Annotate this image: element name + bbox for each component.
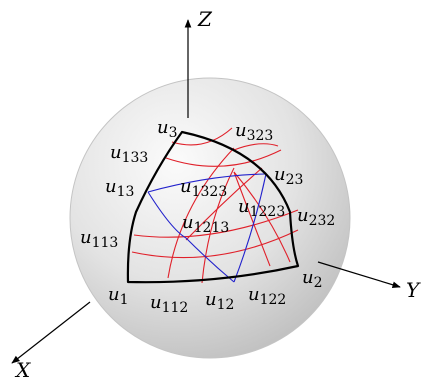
vertex-label-u1: u1 xyxy=(108,284,129,308)
vertex-label-u323: u323 xyxy=(235,120,273,144)
vertex-label-u1323: u1323 xyxy=(180,176,227,200)
vertex-label-u232: u232 xyxy=(297,205,335,229)
vertex-label-u1213: u1213 xyxy=(182,212,229,236)
vertex-label-u23: u23 xyxy=(274,164,303,188)
vertex-label-u1223: u1223 xyxy=(238,196,285,220)
red-subdivision-curves xyxy=(131,127,299,284)
vertex-label-u12: u12 xyxy=(205,289,234,313)
vertex-label-u122: u122 xyxy=(248,284,286,308)
triangle-boundary xyxy=(126,130,300,284)
y-axis xyxy=(317,261,401,289)
y-axis-label: Y xyxy=(406,278,421,302)
x-axis-label: X xyxy=(14,358,31,380)
blue-subdivision-curves xyxy=(147,173,267,283)
vertex-label-u3: u3 xyxy=(157,117,178,141)
vertex-label-u112: u112 xyxy=(150,292,188,316)
sphere xyxy=(69,77,351,359)
vertex-label-u13: u13 xyxy=(105,176,134,200)
vertex-label-u2: u2 xyxy=(302,267,323,291)
vertex-label-u113: u113 xyxy=(80,227,118,251)
x-axis xyxy=(11,301,91,364)
z-axis-label: Z xyxy=(197,7,213,31)
vertex-label-u133: u133 xyxy=(110,142,148,166)
